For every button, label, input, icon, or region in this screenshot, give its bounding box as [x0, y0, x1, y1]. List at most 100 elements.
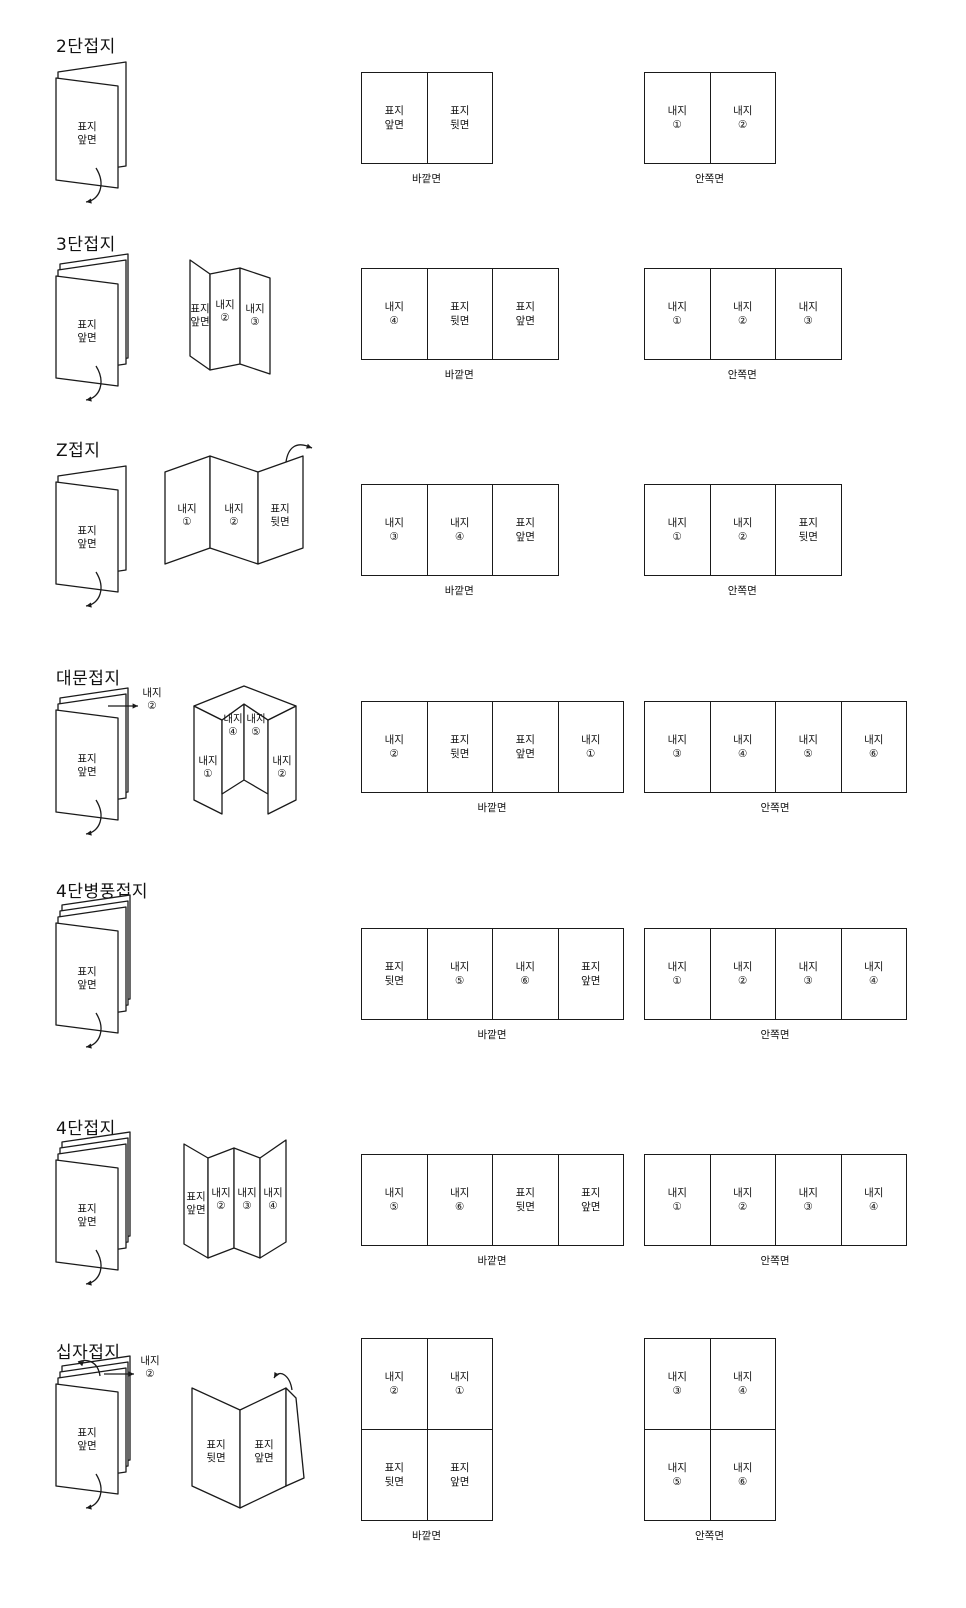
unfold-arrow-head: [86, 198, 92, 204]
outside-panel: 표지 뒷면: [362, 1430, 428, 1521]
open-panel-label: 표지: [190, 303, 209, 315]
unfold-arrow-head: [86, 830, 92, 836]
inside-panel: 내지 ①: [645, 73, 711, 164]
open-panel-label: 내지: [177, 503, 196, 515]
front-cover-label: 앞면: [77, 1216, 96, 1228]
outside-panel: 내지 ①: [558, 702, 624, 793]
inside-panel: 내지 ③: [776, 1155, 842, 1246]
front-cover-panel: [55, 1383, 119, 1495]
inside-caption: 안쪽면: [760, 1255, 790, 1267]
flip-arrow-head: [306, 443, 312, 449]
outside-panel: 표지 뒷면: [427, 73, 493, 164]
inside-panel: 내지 ⑥: [841, 702, 907, 793]
front-cover-panel: [55, 1159, 119, 1271]
open-panel-label: ①: [182, 516, 191, 528]
side-label: 내지: [140, 1355, 159, 1367]
open-panel-label: ②: [220, 312, 229, 324]
inside-caption: 안쪽면: [727, 585, 757, 597]
outside-panel: 내지 ③: [362, 485, 428, 576]
front-cover-label: 앞면: [77, 979, 96, 991]
front-cover-label: 표지: [77, 1427, 96, 1439]
open-panel: [193, 685, 297, 721]
flip-arrow-head: [274, 1372, 279, 1378]
inside-panel: 내지 ②: [710, 1155, 776, 1246]
open-panel-label: 내지: [223, 713, 242, 725]
slide-arrow-head: [132, 703, 138, 709]
outside-panel: 내지 ④: [362, 269, 428, 360]
front-cover-label: 앞면: [77, 134, 96, 146]
outside-panel: 내지 ⑤: [427, 929, 493, 1020]
inside-panel: 내지 ④: [841, 929, 907, 1020]
open-panel-label: 표지: [206, 1439, 225, 1451]
inside-panel: 내지 ①: [645, 929, 711, 1020]
open-panel-label: 내지: [237, 1187, 256, 1199]
side-label: 내지: [142, 687, 161, 699]
outside-caption: 바깥면: [477, 1255, 507, 1267]
outside-caption: 바깥면: [412, 173, 441, 185]
inside-panel: 내지 ②: [710, 929, 776, 1020]
front-cover-label: 앞면: [77, 332, 96, 344]
open-panel-label: 표지: [254, 1439, 273, 1451]
front-cover-label: 표지: [77, 525, 96, 537]
front-cover-panel: [55, 922, 119, 1034]
outside-panel: 내지 ④: [427, 485, 493, 576]
outside-caption: 바깥면: [477, 802, 507, 814]
top-flip-arrow-head: [78, 1361, 84, 1367]
open-panel-label: 내지: [246, 713, 265, 725]
open-panel: [239, 267, 271, 375]
inside-panel: 내지 ④: [710, 1339, 776, 1430]
inside-panel: 내지 ④: [841, 1155, 907, 1246]
open-panel-label: ③: [250, 316, 259, 328]
open-panel-label: 내지: [245, 303, 264, 315]
open-panel-label: 뒷면: [270, 515, 289, 528]
open-panel: [257, 455, 304, 565]
outside-caption: 바깥면: [444, 369, 474, 381]
open-panel-label: ②: [229, 516, 238, 528]
open-panel-label: ④: [268, 1200, 277, 1212]
open-panel: [285, 1387, 305, 1487]
outside-panel: 표지 앞면: [362, 73, 428, 164]
open-panel-label: 앞면: [190, 316, 209, 328]
open-panel: [259, 1139, 287, 1259]
side-label: ②: [145, 1368, 154, 1380]
inside-panel: 내지 ③: [776, 269, 842, 360]
front-cover-label: 표지: [77, 121, 96, 133]
front-cover-panel: [55, 275, 119, 387]
outside-panel: 표지 앞면: [493, 485, 559, 576]
inside-panel: 내지 ①: [645, 269, 711, 360]
inside-panel: 내지 ③: [645, 1339, 711, 1430]
inside-panel: 내지 ②: [710, 485, 776, 576]
inside-panel: 내지 ③: [645, 702, 711, 793]
inside-panel: 내지 ①: [645, 1155, 711, 1246]
outside-panel: 표지 뒷면: [427, 702, 493, 793]
open-panel-label: ④: [228, 726, 237, 738]
inside-caption: 안쪽면: [727, 369, 757, 381]
outside-panel: 표지 앞면: [558, 1155, 624, 1246]
open-panel-label: 내지: [224, 503, 243, 515]
section-title: 4단접지: [56, 1119, 116, 1139]
front-cover-panel: [55, 709, 119, 821]
outside-panel: 내지 ②: [362, 702, 428, 793]
outside-panel: 표지 뒷면: [427, 269, 493, 360]
inside-panel: 내지 ⑥: [710, 1430, 776, 1521]
open-panel-label: ①: [203, 768, 212, 780]
front-cover-label: 앞면: [77, 538, 96, 550]
